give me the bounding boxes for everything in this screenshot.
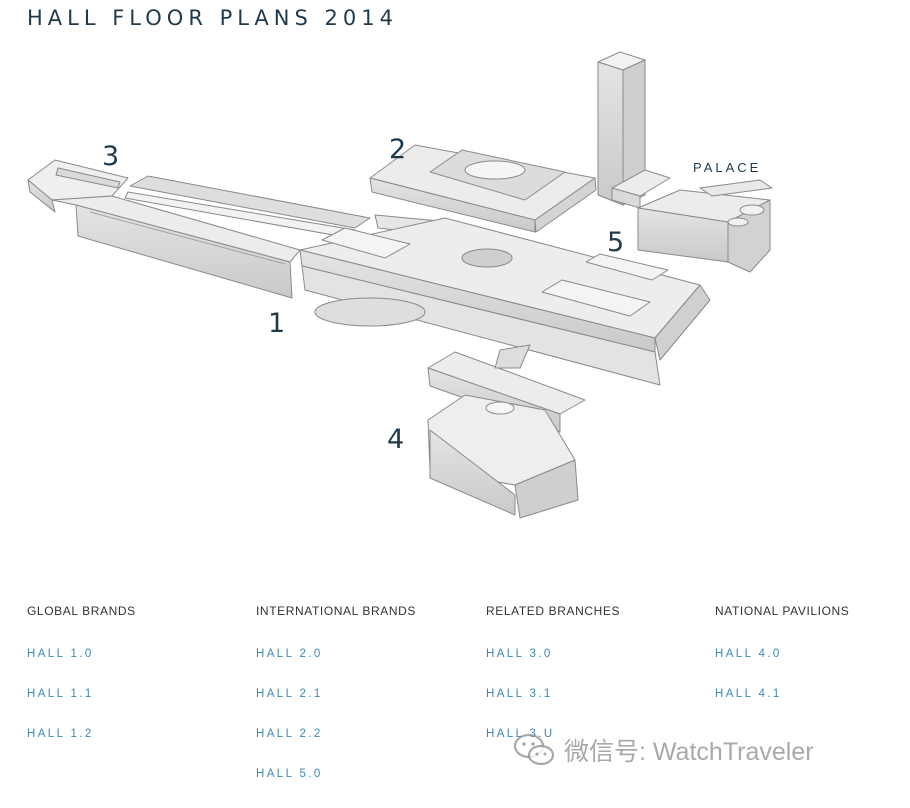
hall-4-building[interactable] bbox=[427, 344, 586, 519]
palace-building[interactable] bbox=[637, 179, 773, 273]
hall-1-building[interactable] bbox=[51, 175, 371, 299]
hall-3-building[interactable] bbox=[27, 159, 129, 213]
watermark: 微信号: WatchTraveler bbox=[512, 730, 814, 770]
hall-1-label[interactable]: 1 bbox=[268, 308, 286, 339]
hall-5-label[interactable]: 5 bbox=[607, 227, 625, 258]
hall-link[interactable]: HALL 1.0 bbox=[27, 648, 94, 660]
legend-column-global-brands: GLOBAL BRANDS HALL 1.0 HALL 1.1 HALL 1.2 bbox=[27, 604, 247, 768]
hall-link[interactable]: HALL 2.1 bbox=[256, 688, 323, 700]
hall-5-building[interactable] bbox=[299, 217, 711, 386]
watermark-text: 微信号: WatchTraveler bbox=[564, 738, 814, 766]
page-title: HALL FLOOR PLANS 2014 bbox=[27, 6, 398, 30]
legend-heading: NATIONAL PAVILIONS bbox=[715, 604, 850, 618]
legend-column-related-branches: RELATED BRANCHES HALL 3.0 HALL 3.1 HALL … bbox=[486, 604, 706, 768]
hall-link[interactable]: HALL 3.0 bbox=[486, 648, 553, 660]
hall-floor-map bbox=[27, 51, 773, 519]
hall-link[interactable]: HALL 3.1 bbox=[486, 688, 553, 700]
hall-link[interactable]: HALL 1.1 bbox=[27, 688, 94, 700]
hall-4-label[interactable]: 4 bbox=[387, 424, 405, 455]
legend-column-international-brands: INTERNATIONAL BRANDS HALL 2.0 HALL 2.1 H… bbox=[256, 604, 476, 808]
hall-link[interactable]: HALL 4.0 bbox=[715, 648, 782, 660]
hall-link[interactable]: HALL 1.2 bbox=[27, 728, 94, 740]
palace-label: PALACE bbox=[693, 160, 762, 175]
wechat-icon bbox=[513, 733, 555, 766]
legend-heading: RELATED BRANCHES bbox=[486, 604, 621, 618]
hall-3-label[interactable]: 3 bbox=[102, 141, 120, 172]
hall-link[interactable]: HALL 2.0 bbox=[256, 648, 323, 660]
hall-link[interactable]: HALL 4.1 bbox=[715, 688, 782, 700]
hall-link[interactable]: HALL 2.2 bbox=[256, 728, 323, 740]
hall-2-label[interactable]: 2 bbox=[389, 134, 407, 165]
legend-heading: GLOBAL BRANDS bbox=[27, 604, 136, 618]
legend-heading: INTERNATIONAL BRANDS bbox=[256, 604, 417, 618]
tower-building[interactable] bbox=[597, 51, 671, 209]
hall-link[interactable]: HALL 5.0 bbox=[256, 768, 323, 780]
legend-column-national-pavilions: NATIONAL PAVILIONS HALL 4.0 HALL 4.1 bbox=[715, 604, 910, 728]
